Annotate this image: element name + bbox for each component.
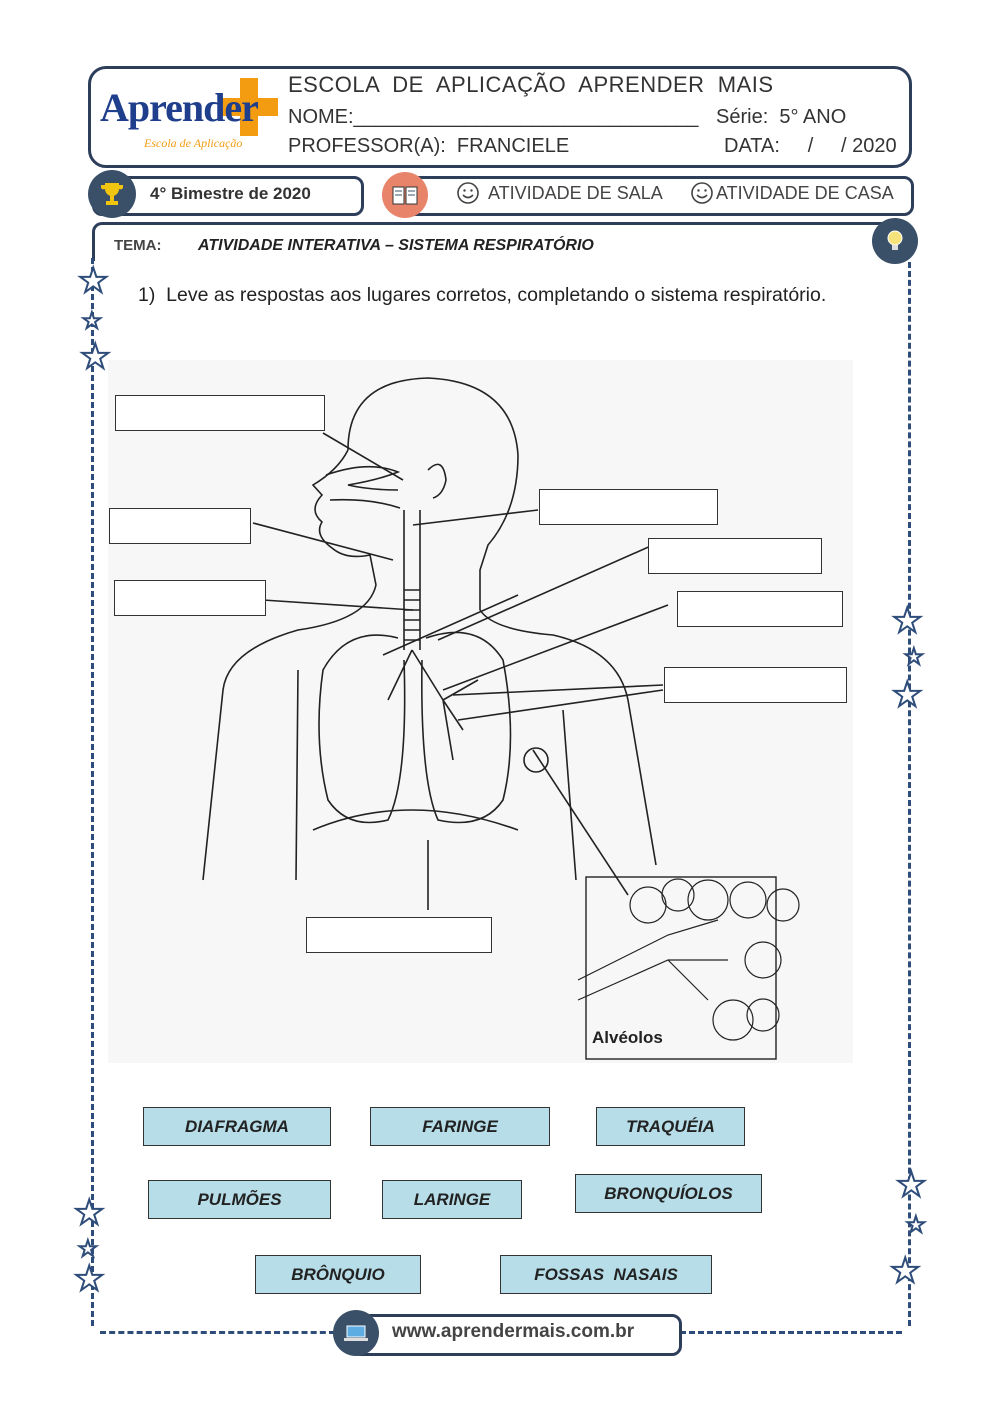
- school-title: ESCOLA DE APLICAÇÃO APRENDER MAIS: [288, 72, 774, 98]
- smile-icon-casa[interactable]: [690, 181, 714, 205]
- word-laringe[interactable]: LARINGE: [382, 1180, 522, 1219]
- word-diafragma[interactable]: DIAFRAGMA: [143, 1107, 331, 1146]
- word-traqueia[interactable]: TRAQUÉIA: [596, 1107, 745, 1146]
- page-border-bottom-right: [680, 1331, 902, 1334]
- answer-slot-5[interactable]: [114, 580, 266, 616]
- date-field[interactable]: DATA: / / 2020: [724, 135, 897, 158]
- answer-slot-4[interactable]: [648, 538, 822, 574]
- star-decoration: ★: [74, 1196, 104, 1230]
- logo-word: Aprender: [100, 84, 258, 131]
- star-decoration: ★: [78, 264, 108, 298]
- tema-value: ATIVIDADE INTERATIVA – SISTEMA RESPIRATÓ…: [198, 237, 594, 255]
- answer-slot-7[interactable]: [664, 667, 847, 703]
- trophy-icon: [88, 170, 136, 218]
- sala-label: ATIVIDADE DE SALA: [488, 183, 663, 204]
- star-decoration: ★: [904, 646, 924, 668]
- school-logo: Aprender Escola de Aplicação: [100, 74, 282, 156]
- star-decoration: ★: [80, 340, 110, 374]
- question-text: 1) Leve as respostas aos lugares correto…: [138, 284, 826, 307]
- star-decoration: ★: [78, 1238, 98, 1260]
- star-decoration: ★: [906, 1214, 926, 1236]
- answer-slot-8[interactable]: [306, 917, 492, 953]
- respiratory-diagram: Alvéolos: [108, 360, 853, 1063]
- casa-label: ATIVIDADE DE CASA: [716, 183, 894, 204]
- star-decoration: ★: [896, 1168, 926, 1202]
- answer-slot-3[interactable]: [109, 508, 251, 544]
- smile-icon-sala[interactable]: [456, 181, 480, 205]
- page-border-left: [91, 258, 94, 1326]
- word-faringe[interactable]: FARINGE: [370, 1107, 550, 1146]
- inset-label: Alvéolos: [592, 1028, 663, 1048]
- bimestre-label: 4° Bimestre de 2020: [150, 184, 311, 204]
- word-bronquio[interactable]: BRÔNQUIO: [255, 1255, 421, 1294]
- star-decoration: ★: [82, 310, 102, 332]
- word-bronquiolos[interactable]: BRONQUÍOLOS: [575, 1174, 762, 1213]
- book-icon: [382, 172, 428, 218]
- professor-field: PROFESSOR(A): FRANCIELE: [288, 135, 569, 158]
- answer-slot-2[interactable]: [539, 489, 718, 525]
- footer-url[interactable]: www.aprendermais.com.br: [392, 1321, 634, 1343]
- logo-subtitle: Escola de Aplicação: [144, 136, 242, 151]
- word-pulmoes[interactable]: PULMÕES: [148, 1180, 331, 1219]
- star-decoration: ★: [892, 678, 922, 712]
- name-field[interactable]: NOME:_______________________________: [288, 106, 698, 129]
- star-decoration: ★: [892, 604, 922, 638]
- answer-slot-1[interactable]: [115, 395, 325, 431]
- laptop-icon: [333, 1310, 379, 1356]
- answer-slot-6[interactable]: [677, 591, 843, 627]
- star-decoration: ★: [74, 1262, 104, 1296]
- lightbulb-icon: [872, 218, 918, 264]
- tema-label: TEMA:: [114, 237, 162, 254]
- star-decoration: ★: [890, 1254, 920, 1288]
- serie-field: Série: 5° ANO: [716, 106, 846, 129]
- page-border-bottom-left: [100, 1331, 335, 1334]
- word-fossas-nasais[interactable]: FOSSAS NASAIS: [500, 1255, 712, 1294]
